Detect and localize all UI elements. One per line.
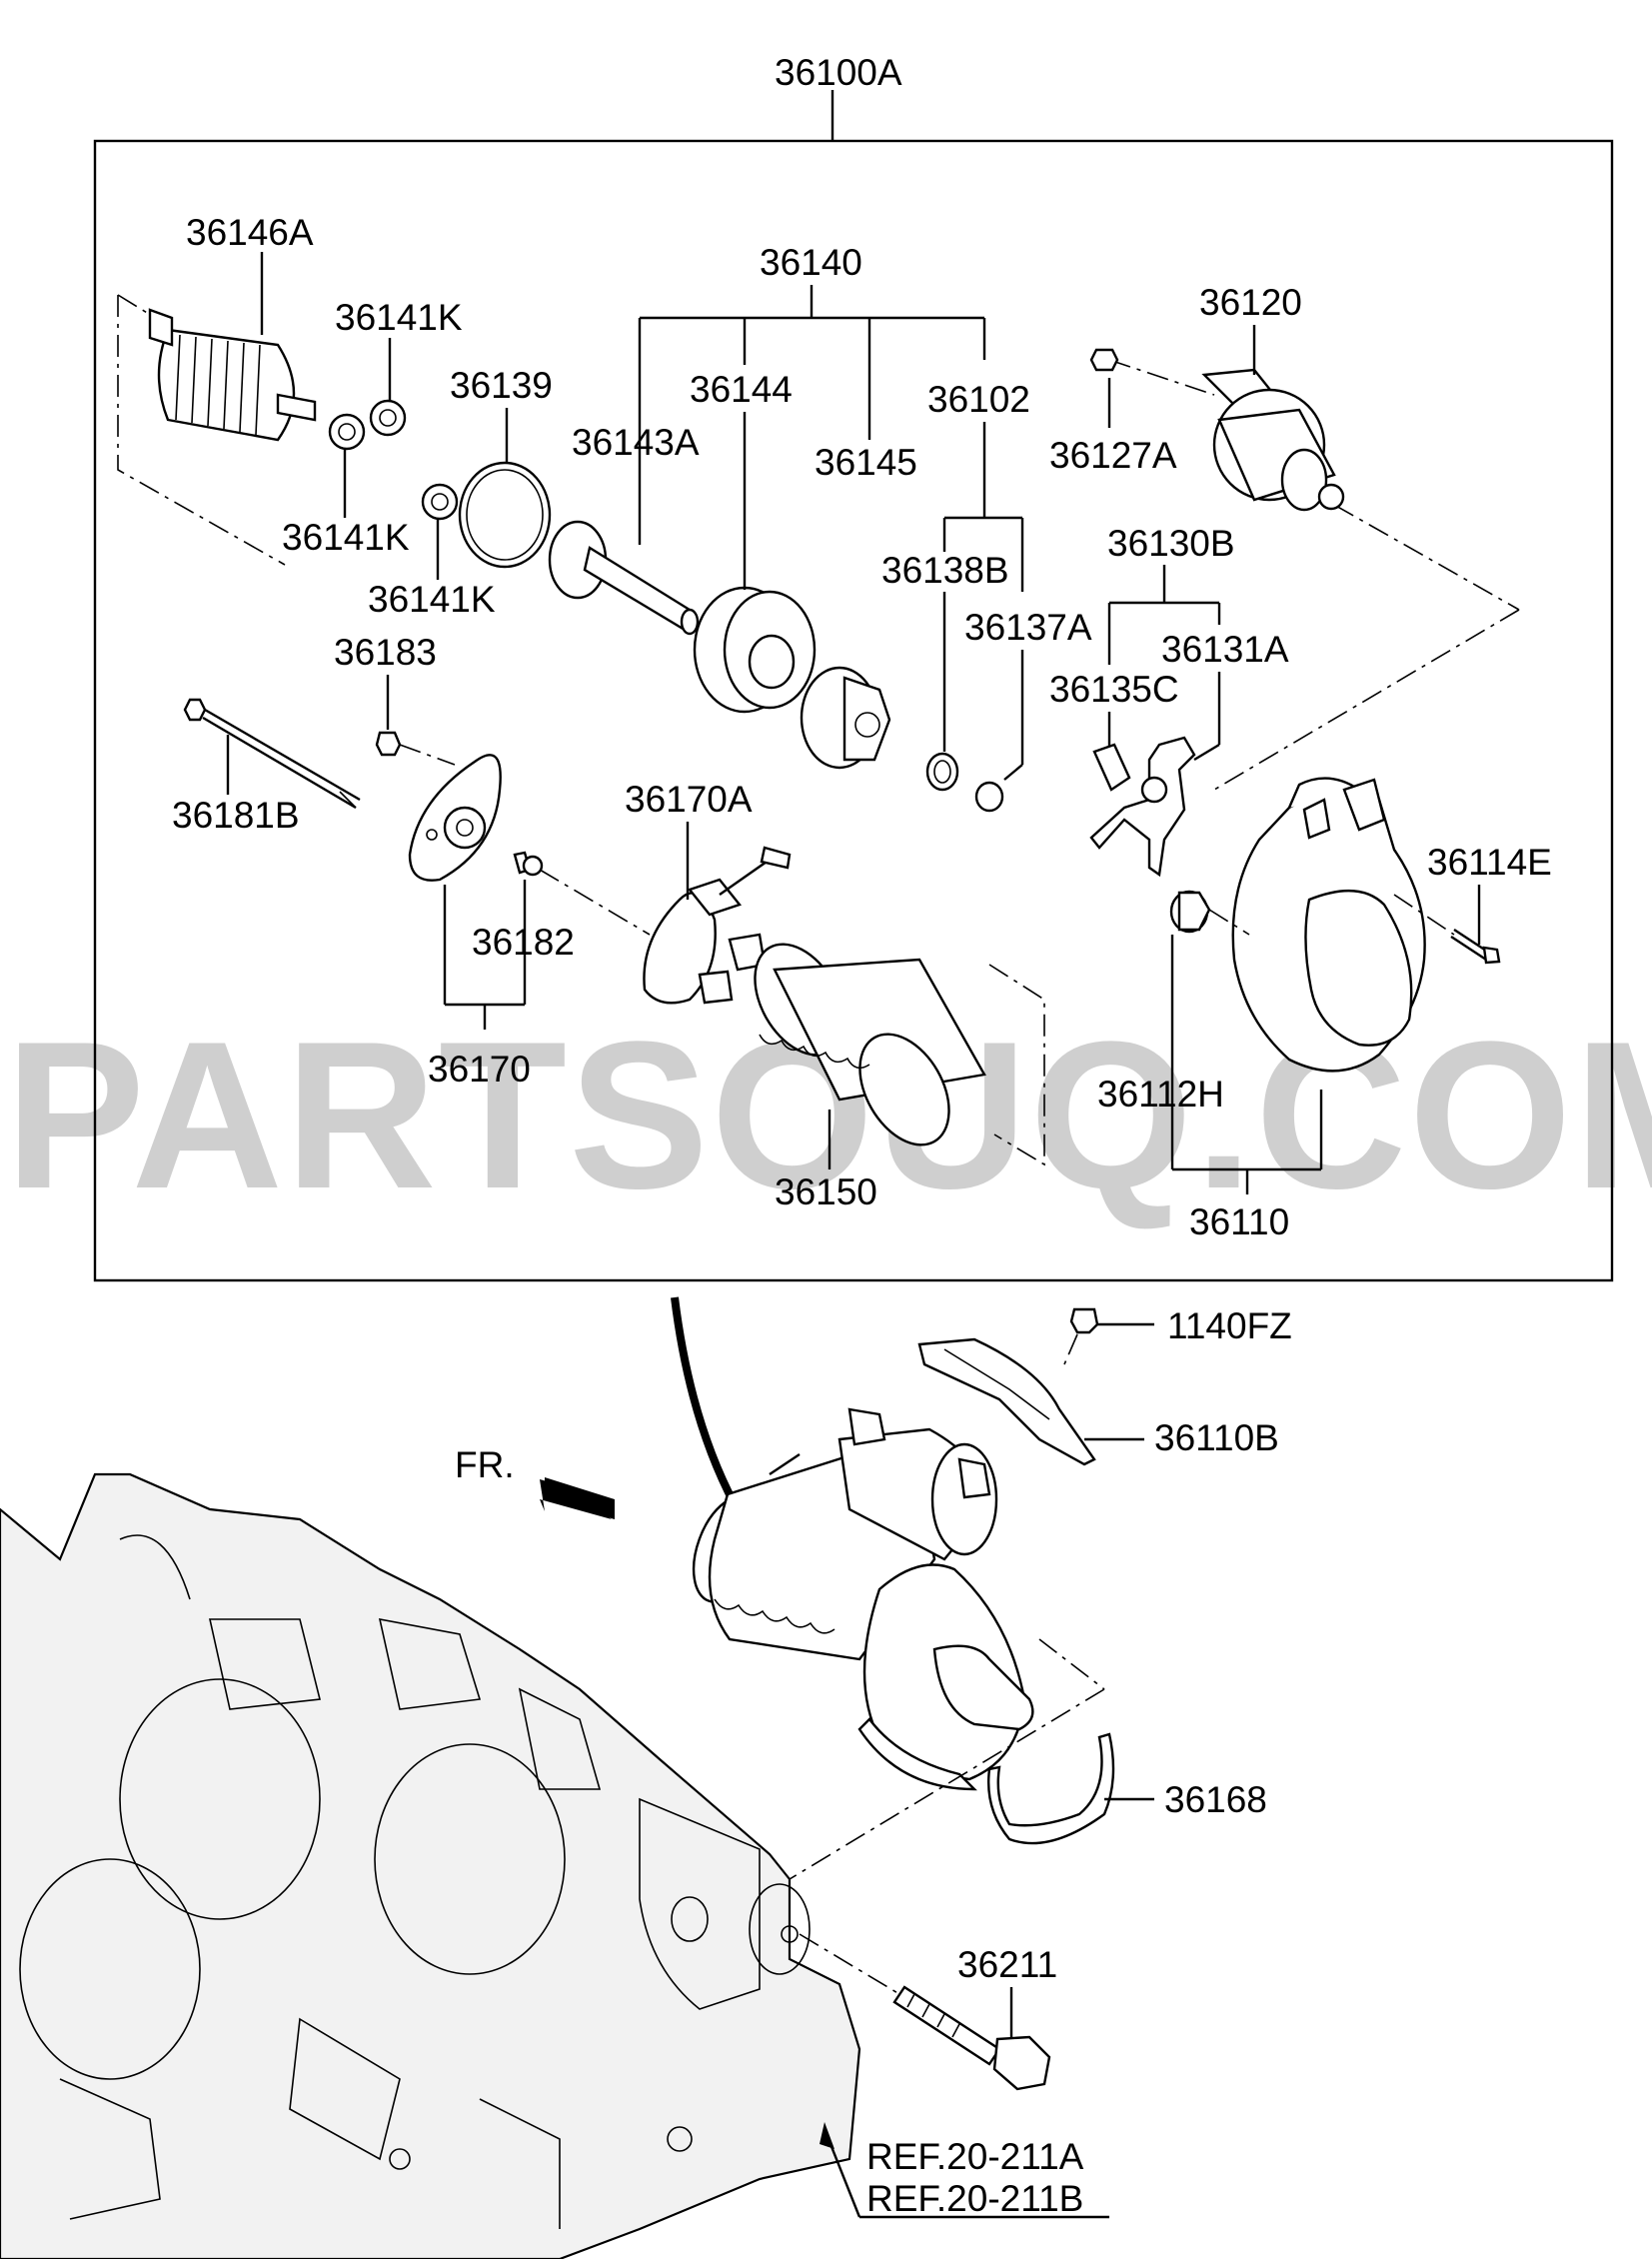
assembly-arrow: [671, 1296, 739, 1506]
label-36120: 36120: [1199, 282, 1302, 323]
label-36110: 36110: [1189, 1201, 1289, 1242]
front-indicator-label: FR.: [455, 1444, 515, 1485]
screw-part[interactable]: [375, 731, 456, 766]
yoke-part[interactable]: [737, 929, 986, 1160]
label-36183: 36183: [334, 632, 437, 673]
label-36112H: 36112H: [1097, 1074, 1224, 1115]
label-36139: 36139: [450, 365, 553, 406]
through-bolt-part[interactable]: [183, 698, 361, 810]
label-36100A: 36100A: [775, 52, 902, 93]
engine-block: [0, 1472, 861, 2259]
label-36130B: 36130B: [1107, 523, 1235, 564]
label-36168: 36168: [1164, 1779, 1267, 1820]
stopper-part[interactable]: [925, 752, 959, 792]
label-36137A: 36137A: [964, 607, 1092, 648]
overrunning-clutch-part[interactable]: [800, 666, 891, 770]
label-36127A: 36127A: [1049, 435, 1177, 476]
front-housing-part[interactable]: [1231, 777, 1426, 1073]
label-36170A: 36170A: [625, 779, 753, 820]
brush-holder-part[interactable]: [643, 846, 792, 1005]
internal-gear-part[interactable]: [693, 586, 817, 714]
lever-plate-part[interactable]: [1092, 743, 1131, 792]
assembly-frame: [93, 139, 1614, 1282]
label-36150: 36150: [775, 1171, 877, 1212]
lever-part[interactable]: [1089, 736, 1196, 878]
label-36138B: 36138B: [881, 550, 1009, 591]
label-36102: 36102: [927, 379, 1030, 420]
label-36145: 36145: [815, 442, 917, 483]
label-ref-a: REF.20-211A: [866, 2136, 1084, 2177]
label-36131A: 36131A: [1161, 629, 1289, 670]
housing-bolt-part[interactable]: [1450, 928, 1501, 965]
bracket-part[interactable]: [917, 1337, 1096, 1466]
shaft-part[interactable]: [548, 520, 700, 636]
label-36181B: 36181B: [172, 795, 300, 836]
label-36114E: 36114E: [1427, 842, 1552, 883]
label-36146A: 36146A: [186, 212, 314, 253]
cover-part[interactable]: [987, 1732, 1115, 1845]
bracket-bolt-part[interactable]: [1063, 1307, 1099, 1365]
label-36141K-bottom: 36141K: [368, 579, 496, 620]
mounting-bolt-part[interactable]: [892, 1985, 1051, 2091]
planet-gear-part[interactable]: [328, 399, 459, 521]
bushing-part[interactable]: [1169, 890, 1211, 934]
o-ring-part[interactable]: [458, 461, 552, 569]
label-36140: 36140: [760, 242, 862, 283]
label-36143A: 36143A: [572, 422, 700, 463]
label-36182: 36182: [472, 922, 575, 963]
armature-part[interactable]: [117, 294, 317, 566]
label-36144: 36144: [690, 369, 793, 410]
ring-part[interactable]: [974, 781, 1004, 813]
label-36141K-left: 36141K: [282, 517, 410, 558]
label-36170: 36170: [428, 1049, 531, 1090]
label-36141K-top: 36141K: [335, 297, 463, 338]
brush-holder-plate-part[interactable]: [408, 754, 502, 882]
label-36110B: 36110B: [1154, 1417, 1279, 1458]
label-36135C: 36135C: [1049, 669, 1179, 710]
solenoid-nut-part[interactable]: [1089, 348, 1119, 372]
label-ref-b: REF.20-211B: [866, 2178, 1083, 2219]
label-36211: 36211: [957, 1944, 1057, 1985]
label-1140FZ: 1140FZ: [1167, 1305, 1292, 1346]
solenoid-part[interactable]: [1201, 368, 1345, 512]
starter-assembly[interactable]: [681, 1407, 1034, 1791]
grommet-part[interactable]: [513, 851, 544, 877]
